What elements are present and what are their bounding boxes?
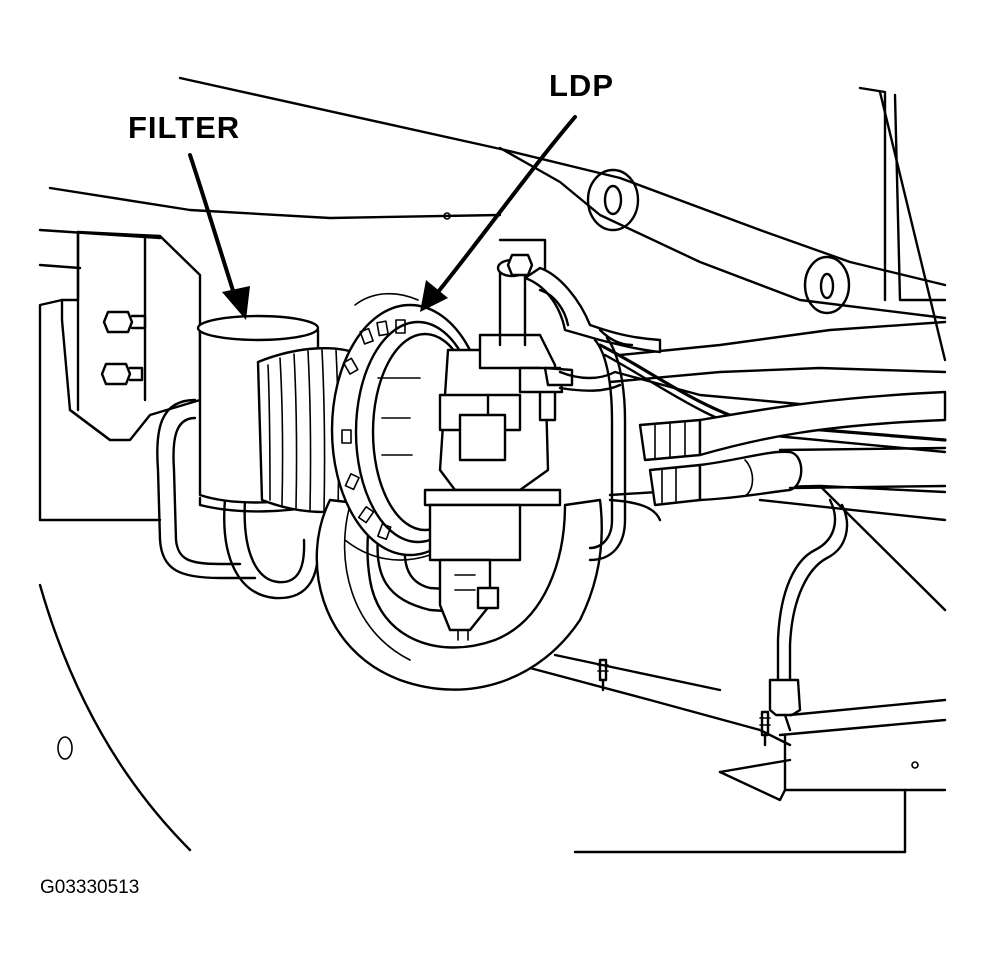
ldp-callout-arrow xyxy=(420,115,577,312)
bracket-bolt xyxy=(102,310,147,334)
frame-mounting-holes xyxy=(443,168,919,769)
fuel-tank-outline xyxy=(38,583,907,854)
left-mounting-bracket xyxy=(38,230,202,522)
lower-right-plate xyxy=(718,698,947,854)
right-hose-connectors xyxy=(608,390,947,522)
filter-label: FILTER xyxy=(128,110,241,145)
ground-cable xyxy=(768,498,849,732)
vacuum-line xyxy=(523,266,662,562)
tank-bolt-hole xyxy=(57,736,73,760)
nipple-fitting xyxy=(506,253,534,277)
ldp-label: LDP xyxy=(549,68,614,103)
figure-id: G03330513 xyxy=(40,877,140,898)
ldp-solenoid-body xyxy=(423,238,574,641)
bracket-bolt xyxy=(100,362,144,386)
mounting-stud xyxy=(759,710,771,747)
vent-hose-loop xyxy=(156,398,320,600)
mounting-stud xyxy=(597,658,609,692)
filter-callout-arrow xyxy=(188,153,250,320)
